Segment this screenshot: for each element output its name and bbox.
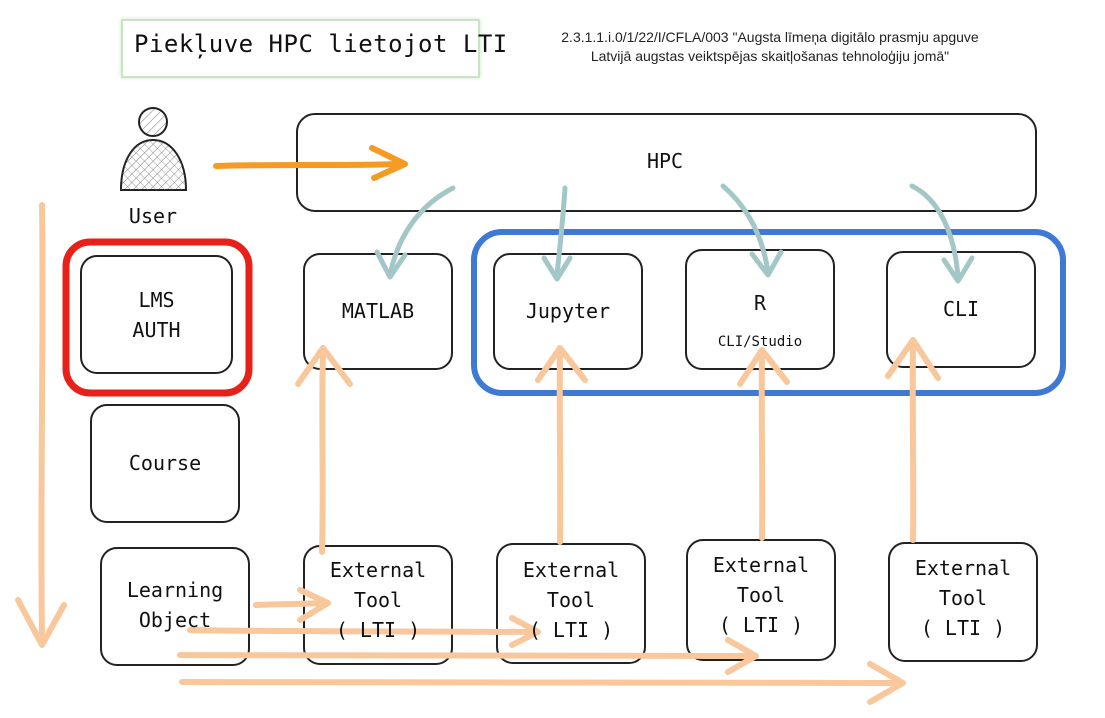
ext-4-line-2: Tool — [938, 586, 988, 610]
ext-3-line-1: External — [712, 553, 810, 577]
ext-4-line-1: External — [914, 556, 1012, 580]
blue-highlight-frame — [471, 229, 1066, 396]
matlab-label: MATLAB — [341, 299, 415, 323]
lms-auth-box — [80, 255, 233, 374]
ext-2-line-3: ( LTI ) — [528, 618, 614, 642]
lms-auth-label: LMS AUTH — [81, 285, 232, 345]
user-to-hpc-arrow — [213, 145, 408, 181]
lo-label-line-1: Learning — [126, 578, 224, 602]
r-label: R — [753, 291, 767, 315]
project-line-2: Latvijā augstas veiktspējas skaitļošanas… — [590, 48, 950, 64]
hpc-label: HPC — [646, 149, 684, 173]
ext-1-line-2: Tool — [353, 588, 403, 612]
left-down-arrow — [15, 202, 67, 648]
external-tool-label-1: External Tool ( LTI ) — [304, 555, 452, 645]
diagram-title: Piekļuve HPC lietojot LTI — [134, 30, 508, 58]
jupyter-box — [493, 253, 643, 370]
ext-4-line-3: ( LTI ) — [920, 616, 1006, 640]
lo-to-tool-arrows — [177, 587, 906, 705]
user-label: User — [128, 204, 178, 228]
external-tool-box-4 — [888, 542, 1038, 662]
ext-3-line-3: ( LTI ) — [718, 613, 804, 637]
tool-up-arrows — [295, 337, 941, 555]
jupyter-label: Jupyter — [525, 299, 611, 323]
hpc-to-tools-arrows — [374, 183, 975, 284]
external-tool-label-4: External Tool ( LTI ) — [889, 553, 1037, 643]
r-sub-label: CLI/Studio — [717, 334, 803, 350]
cli-box — [886, 251, 1036, 368]
ext-3-line-2: Tool — [736, 583, 786, 607]
ext-2-line-1: External — [522, 558, 620, 582]
lms-label-line-2: AUTH — [132, 318, 181, 342]
external-tool-label-2: External Tool ( LTI ) — [497, 555, 645, 645]
ext-1-line-1: External — [329, 558, 427, 582]
course-box — [90, 404, 240, 523]
user-icon — [119, 107, 188, 191]
project-reference: 2.3.1.1.i.0/1/22/I/CFLA/003 "Augsta līme… — [520, 28, 1020, 66]
course-label: Course — [128, 451, 202, 475]
ext-2-line-2: Tool — [546, 588, 596, 612]
learning-object-box — [100, 547, 250, 666]
lms-highlight-frame — [62, 238, 253, 397]
external-tool-label-3: External Tool ( LTI ) — [687, 550, 835, 640]
cli-label: CLI — [942, 297, 980, 321]
project-line-1: 2.3.1.1.i.0/1/22/I/CFLA/003 "Augsta līme… — [561, 29, 979, 45]
learning-object-label: Learning Object — [101, 575, 249, 635]
ext-1-line-3: ( LTI ) — [335, 618, 421, 642]
lo-label-line-2: Object — [138, 608, 212, 632]
lms-label-line-1: LMS — [138, 288, 175, 312]
title-frame — [121, 19, 480, 78]
